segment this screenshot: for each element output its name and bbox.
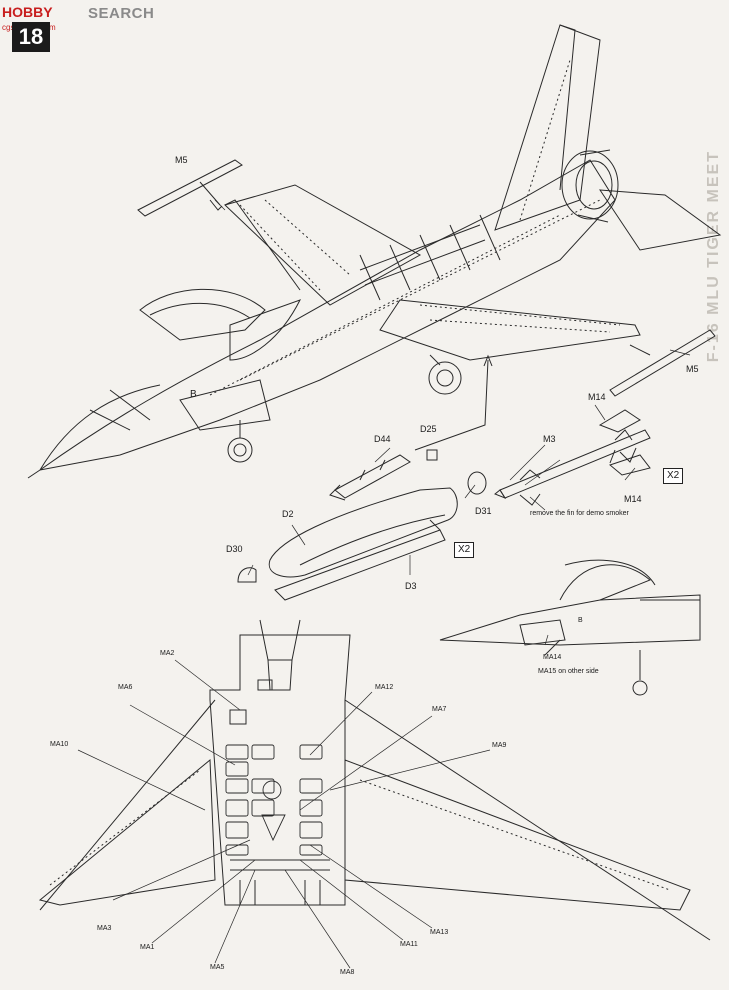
tank-cap-d31 — [467, 471, 487, 495]
label-d25: D25 — [420, 424, 437, 434]
multiplier-missile: X2 — [663, 468, 684, 484]
label-ma14: MA14 — [543, 654, 562, 661]
label-ma3: MA3 — [97, 925, 112, 932]
wingtip-rail-m5-right — [609, 329, 716, 397]
label-ma9: MA9 — [492, 742, 507, 749]
aircraft-underside-view — [38, 619, 711, 941]
aircraft-marking-top: B — [190, 389, 197, 400]
label-ma1: MA1 — [140, 944, 155, 951]
label-m14-lower: M14 — [624, 494, 642, 504]
aircraft-side-view — [439, 559, 701, 696]
note-remove-fin: remove the fin for demo smoker — [530, 510, 629, 517]
fin-m14-upper — [598, 409, 641, 433]
pylon-d44 — [329, 454, 411, 501]
top-leader-lines — [214, 199, 691, 646]
label-d30: D30 — [226, 544, 243, 554]
label-ma8: MA8 — [340, 969, 355, 976]
label-ma11: MA11 — [400, 941, 418, 948]
watermark-search: SEARCH — [88, 5, 155, 22]
label-m14-upper: M14 — [588, 392, 606, 402]
label-ma13: MA13 — [430, 929, 449, 936]
label-d44: D44 — [374, 434, 391, 444]
underside-leader-lines — [77, 659, 491, 969]
part-d25 — [426, 449, 438, 461]
label-ma5: MA5 — [210, 964, 225, 971]
label-ma6: MA6 — [118, 684, 133, 691]
multiplier-tank: X2 — [454, 542, 475, 558]
note-ma15-other-side: MA15 on other side — [538, 668, 599, 675]
aircraft-top-view — [27, 24, 722, 479]
fin-m14-lower — [608, 454, 651, 476]
drop-tank — [268, 487, 458, 601]
aircraft-marking-side: B — [578, 617, 583, 624]
label-ma7: MA7 — [432, 706, 447, 713]
label-d31: D31 — [475, 506, 492, 516]
step-number: 18 — [12, 22, 50, 52]
label-d2: D2 — [282, 509, 294, 519]
watermark-logo: HOBBY — [2, 4, 53, 20]
label-m5-right: M5 — [686, 364, 699, 374]
label-m5-top: M5 — [175, 155, 188, 165]
label-ma12: MA12 — [375, 684, 394, 691]
label-m3: M3 — [543, 434, 556, 444]
label-d3: D3 — [405, 581, 417, 591]
missile-m3 — [494, 429, 651, 506]
wingtip-rail-m5-top — [137, 159, 243, 217]
label-ma2: MA2 — [160, 650, 175, 657]
tank-nose-d30 — [237, 567, 257, 583]
label-ma10: MA10 — [50, 741, 69, 748]
